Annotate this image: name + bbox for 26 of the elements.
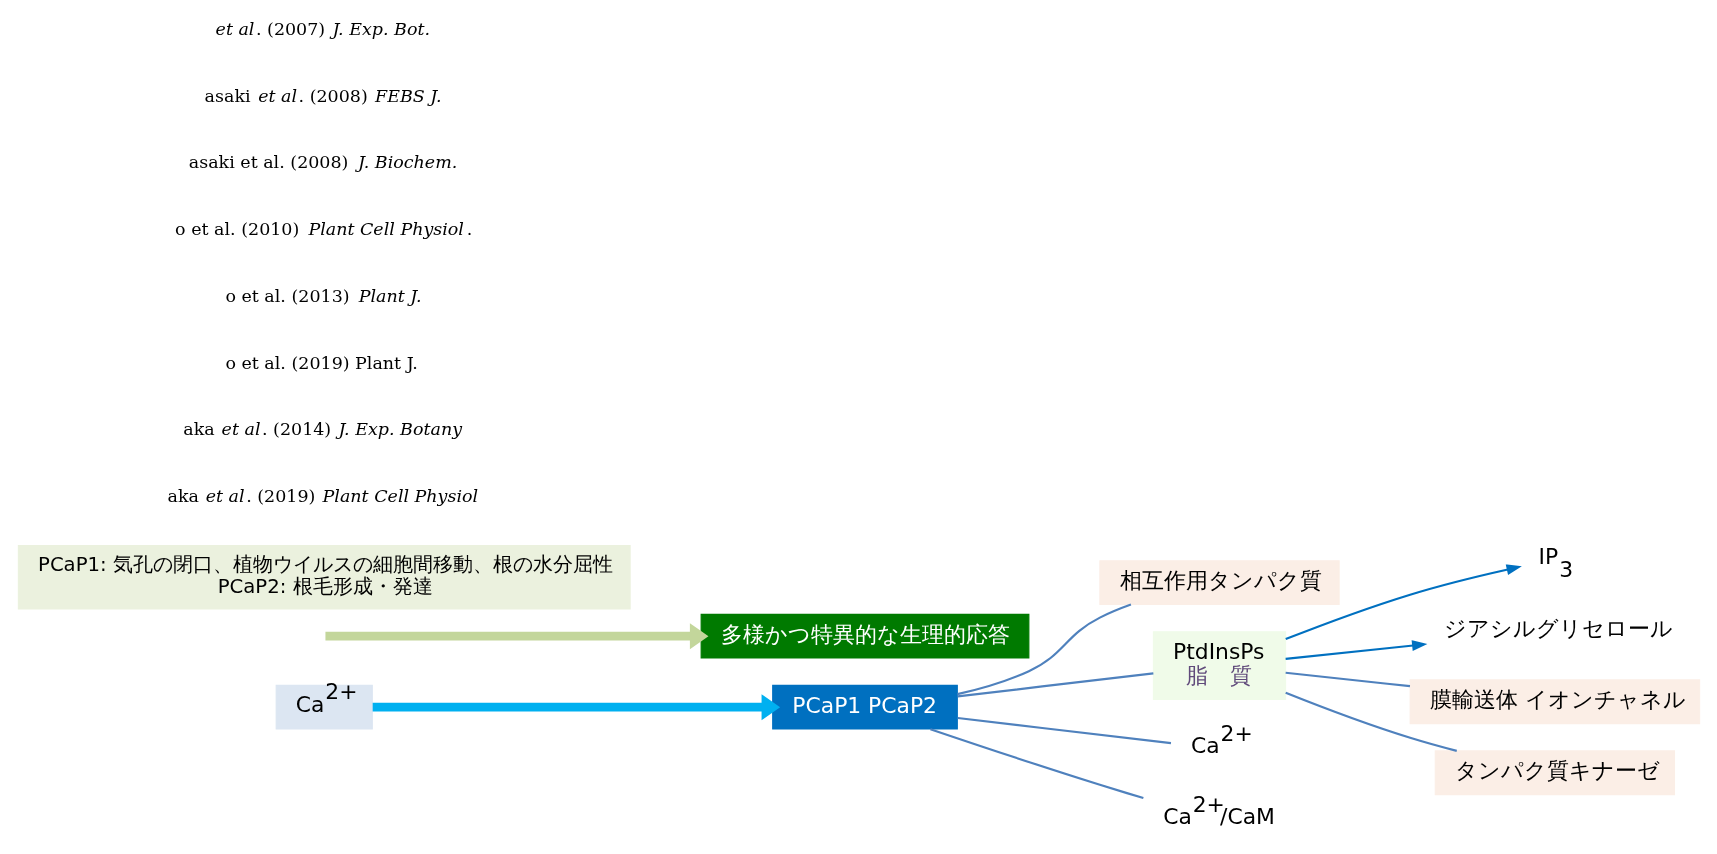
connector	[956, 603, 1131, 696]
label: et al. (2007) J. Exp. Bot.	[215, 19, 430, 40]
label: o et al. (2013) Plant J.	[224, 285, 421, 306]
connector	[957, 716, 1171, 745]
node-box: タンパク質キナーゼ	[1434, 750, 1675, 796]
node-box: 膜輸送体 イオンチャネル	[1409, 679, 1700, 725]
connector	[929, 728, 1144, 800]
node-box: 相互作用タンパク質	[1098, 560, 1340, 606]
node-box: PtdInsPs 脂 質	[1152, 631, 1286, 701]
label: asaki et al. (2008) J. Biochem.	[188, 152, 457, 173]
label: aka et al. (2014) J. Exp. Botany	[182, 418, 462, 439]
node-box: 多様かつ特異的な生理的応答	[700, 613, 1029, 659]
label: asaki et al. (2008) FEBS J.	[204, 85, 441, 106]
label: o et al. (2019) Plant J.	[224, 353, 418, 374]
arrow	[372, 694, 780, 721]
label: o et al. (2010) Plant Cell Physiol.	[174, 219, 472, 240]
arrow	[1285, 640, 1427, 660]
label: aka et al. (2019) Plant Cell Physiol	[166, 485, 478, 506]
arrow	[1284, 564, 1522, 641]
connector	[1285, 671, 1410, 688]
connector	[957, 672, 1153, 698]
connector	[1284, 691, 1457, 752]
node-box: PCaP1: 気孔の閉口、植物ウイルスの細胞間移動、根の水分屈性 PCaP2: 根毛形成・発達	[17, 545, 631, 610]
arrow	[324, 623, 708, 650]
node-box: PCaP1 PCaP2	[771, 684, 958, 730]
node-text: ジアシルグリセロール	[1443, 616, 1673, 642]
